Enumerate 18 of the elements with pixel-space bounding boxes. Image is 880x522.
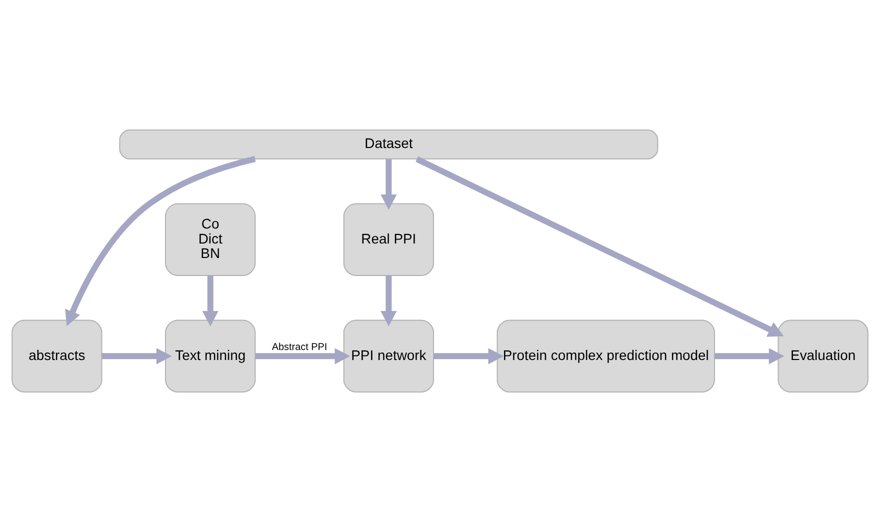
node-box: Co Dict BN — [165, 203, 256, 276]
edge-label: Abstract PPI — [272, 342, 328, 354]
arrow — [416, 156, 784, 337]
node-box: Evaluation — [778, 320, 868, 393]
node-box: Real PPI — [343, 203, 434, 276]
node-box: Protein complex prediction model — [496, 320, 715, 393]
arrow — [380, 276, 397, 326]
arrow — [65, 156, 256, 326]
node-box: abstracts — [12, 320, 102, 393]
arrow — [255, 348, 350, 364]
arrow — [434, 348, 504, 364]
node-box: Dataset — [119, 129, 658, 160]
arrow — [714, 348, 784, 364]
arrow — [102, 348, 172, 364]
arrow — [380, 159, 397, 210]
node-box: Text mining — [165, 320, 256, 393]
node-box: PPI network — [343, 320, 434, 393]
arrow — [202, 276, 218, 326]
